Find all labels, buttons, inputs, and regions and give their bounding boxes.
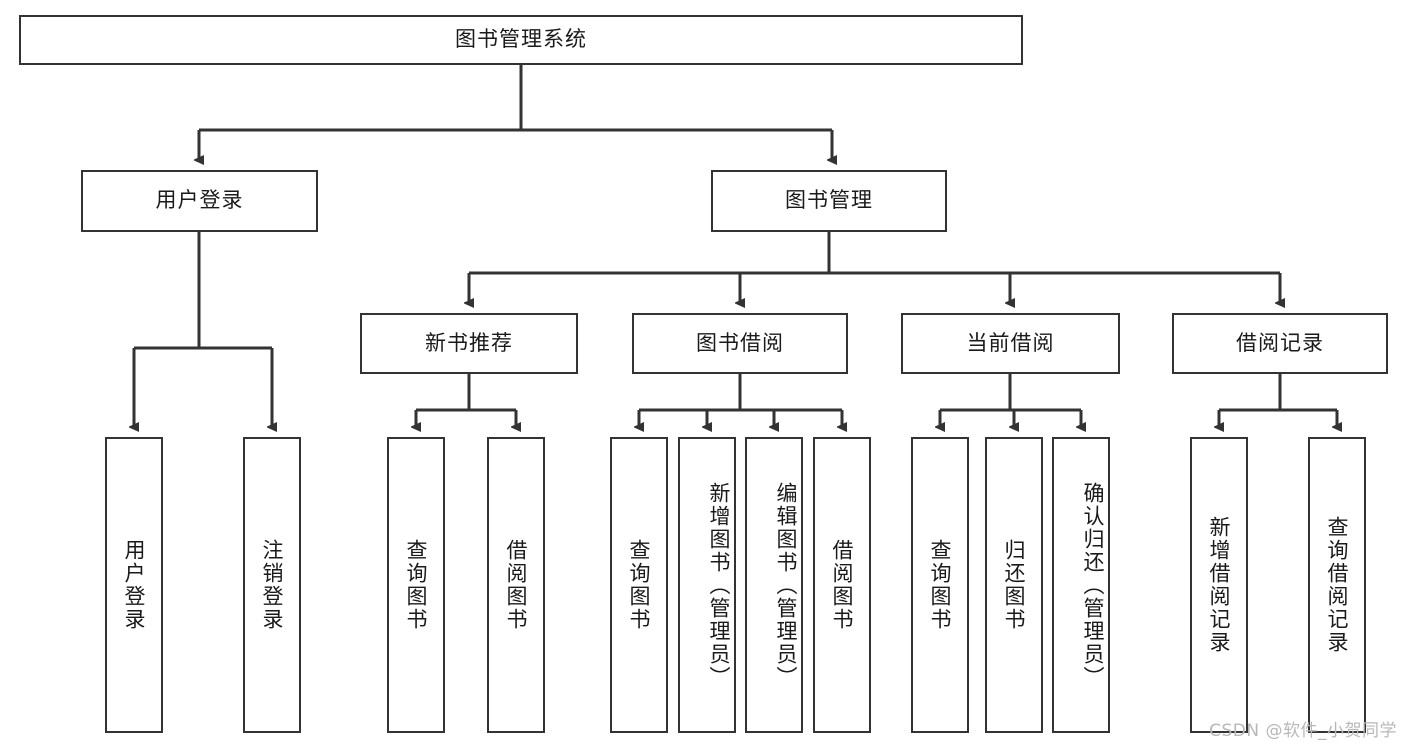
node-leaf-query-book-recommend[interactable]: 查询图书 [387,437,445,733]
node-book-management[interactable]: 图书管理 [711,170,947,232]
node-leaf-return-book[interactable]: 归还图书 [985,437,1043,733]
node-leaf-query-book-current[interactable]: 查询图书 [911,437,969,733]
node-leaf-query-book-borrow[interactable]: 查询图书 [610,437,668,733]
node-leaf-user-login[interactable]: 用户登录 [105,437,163,733]
node-new-book-recommend-label: 新书推荐 [425,330,513,355]
node-leaf-query-book-borrow-label: 查询图书 [627,539,651,631]
node-leaf-query-book-recommend-label: 查询图书 [404,539,428,631]
node-leaf-add-book-admin-label: 新增图书（管理员） [707,481,731,689]
node-leaf-add-borrow-record-label: 新增借阅记录 [1207,516,1231,654]
node-book-borrow-label: 图书借阅 [696,330,784,355]
node-leaf-edit-book-admin[interactable]: 编辑图书（管理员） [745,437,803,733]
node-leaf-user-login-label: 用户登录 [122,539,146,631]
node-root-label: 图书管理系统 [455,27,587,52]
node-leaf-borrow-book-label: 借阅图书 [830,539,854,631]
node-leaf-user-logout[interactable]: 注销登录 [243,437,301,733]
node-user-login[interactable]: 用户登录 [81,170,318,232]
node-leaf-query-borrow-record-label: 查询借阅记录 [1325,516,1349,654]
node-book-borrow[interactable]: 图书借阅 [632,313,848,374]
node-leaf-return-book-label: 归还图书 [1002,539,1026,631]
node-user-login-label: 用户登录 [155,188,244,213]
node-leaf-borrow-book[interactable]: 借阅图书 [813,437,871,733]
watermark-text: CSDN @软件_小贺同学 [1209,721,1397,741]
node-root[interactable]: 图书管理系统 [19,15,1023,65]
node-leaf-confirm-return-admin-label: 确认归还（管理员） [1081,481,1105,689]
node-borrow-record[interactable]: 借阅记录 [1172,313,1388,374]
node-leaf-query-book-current-label: 查询图书 [928,539,952,631]
node-leaf-user-logout-label: 注销登录 [260,539,284,631]
node-leaf-add-borrow-record[interactable]: 新增借阅记录 [1190,437,1248,733]
node-new-book-recommend[interactable]: 新书推荐 [360,313,578,374]
node-current-borrow[interactable]: 当前借阅 [901,313,1120,374]
node-current-borrow-label: 当前借阅 [966,330,1055,355]
node-leaf-edit-book-admin-label: 编辑图书（管理员） [774,481,798,689]
node-leaf-confirm-return-admin[interactable]: 确认归还（管理员） [1052,437,1110,733]
node-book-management-label: 图书管理 [785,188,873,213]
node-leaf-add-book-admin[interactable]: 新增图书（管理员） [678,437,736,733]
node-leaf-query-borrow-record[interactable]: 查询借阅记录 [1308,437,1366,733]
node-leaf-borrow-book-recommend[interactable]: 借阅图书 [487,437,545,733]
node-borrow-record-label: 借阅记录 [1236,330,1324,355]
node-leaf-borrow-book-recommend-label: 借阅图书 [504,539,528,631]
